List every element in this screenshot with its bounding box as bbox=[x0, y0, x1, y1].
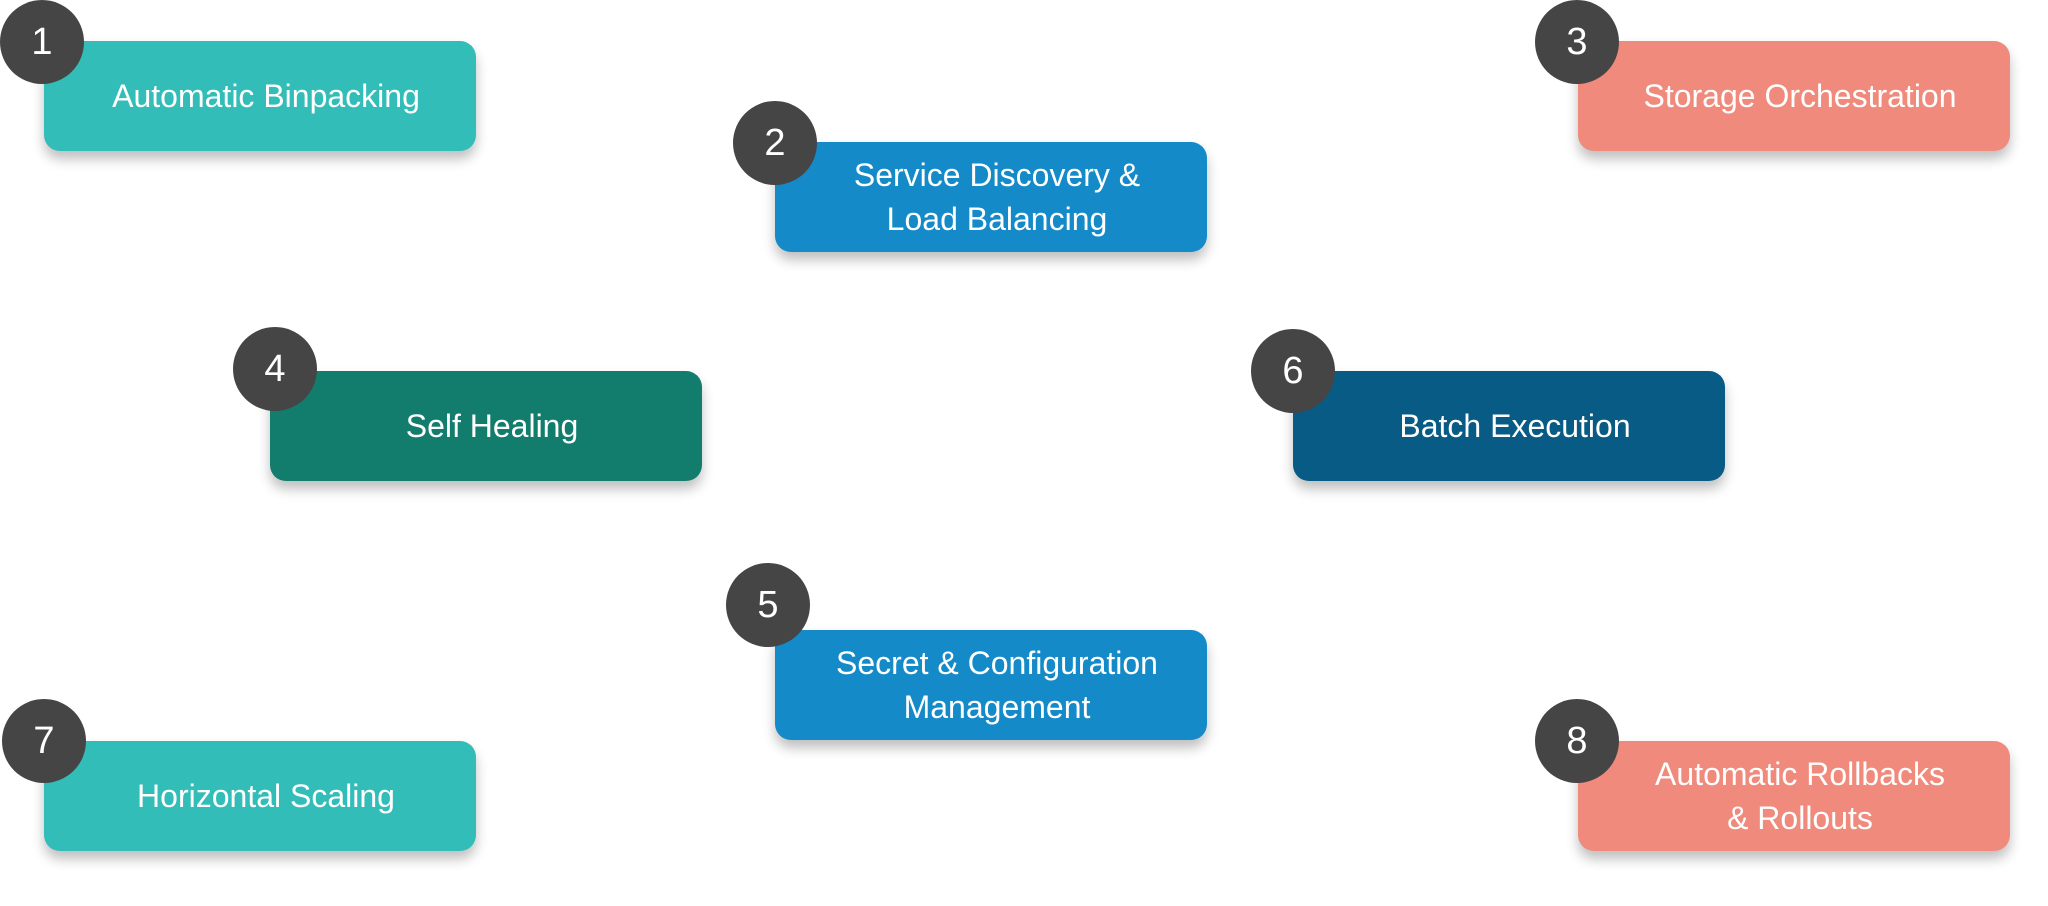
feature-label: Automatic Binpacking bbox=[112, 78, 420, 114]
number-badge: 7 bbox=[2, 699, 86, 783]
feature-card-automatic-binpacking: Automatic Binpacking bbox=[44, 41, 476, 151]
feature-card-service-discovery: Service Discovery & Load Balancing bbox=[775, 142, 1207, 252]
feature-card-self-healing: Self Healing bbox=[270, 371, 702, 481]
feature-label: Self Healing bbox=[405, 408, 579, 444]
feature-card-storage-orchestration: Storage Orchestration bbox=[1578, 41, 2010, 151]
number-badge: 1 bbox=[0, 0, 84, 84]
number-badge: 4 bbox=[233, 327, 317, 411]
number-badge: 2 bbox=[733, 101, 817, 185]
number-badge: 8 bbox=[1535, 699, 1619, 783]
feature-label: Storage Orchestration bbox=[1643, 78, 1957, 114]
feature-label: Service Discovery & Load Balancing bbox=[853, 157, 1141, 237]
feature-label: Batch Execution bbox=[1399, 408, 1631, 444]
feature-card-secret-configuration: Secret & Configuration Management bbox=[775, 630, 1207, 740]
feature-label: Automatic Rollbacks & Rollouts bbox=[1655, 756, 1945, 836]
number-badge: 6 bbox=[1251, 329, 1335, 413]
feature-label: Horizontal Scaling bbox=[137, 778, 395, 814]
feature-card-batch-execution: Batch Execution bbox=[1293, 371, 1725, 481]
number-badge: 3 bbox=[1535, 0, 1619, 84]
number-badge: 5 bbox=[726, 563, 810, 647]
feature-card-horizontal-scaling: Horizontal Scaling bbox=[44, 741, 476, 851]
feature-card-automatic-rollbacks: Automatic Rollbacks & Rollouts bbox=[1578, 741, 2010, 851]
feature-label: Secret & Configuration Management bbox=[836, 645, 1158, 725]
